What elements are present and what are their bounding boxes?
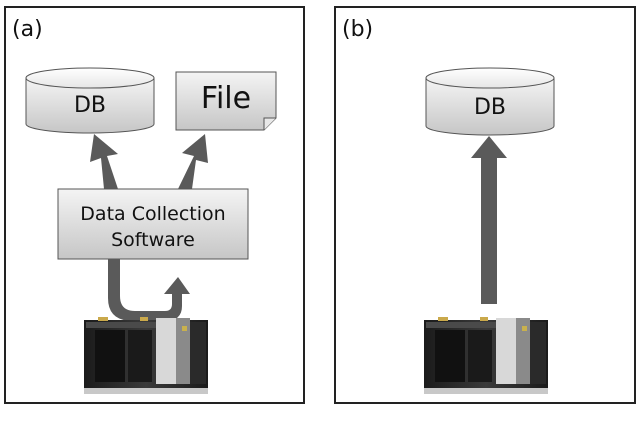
panel-b-label: (b)	[342, 17, 373, 42]
uturn-arrow-a	[108, 259, 190, 321]
file-label-a: File	[201, 81, 251, 116]
software-label-line2: Software	[111, 229, 195, 251]
software-box-a	[57, 188, 249, 260]
arrow-to-db-b	[471, 136, 507, 304]
db-label-a: DB	[74, 93, 106, 118]
arrow-to-db-a	[90, 134, 118, 189]
panel-a-label: (a)	[12, 17, 43, 42]
db-cylinder-b	[425, 67, 555, 136]
software-label-line1: Data Collection	[80, 203, 225, 225]
file-document-a	[175, 71, 277, 131]
arrow-to-file-a	[178, 134, 208, 189]
db-label-b: DB	[474, 95, 506, 120]
plc-device-a	[84, 317, 208, 394]
plc-device-b	[424, 317, 548, 394]
db-cylinder-a	[25, 67, 155, 134]
